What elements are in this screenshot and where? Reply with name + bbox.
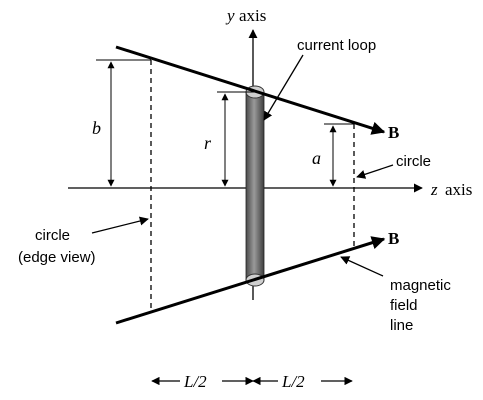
right-circle-pointer	[356, 164, 394, 179]
field-line-label-2: field	[390, 297, 418, 314]
current-loop	[245, 91, 265, 281]
upper-field-line	[115, 45, 386, 135]
dim-b-label: b	[92, 118, 101, 138]
y-axis-word: axis	[239, 6, 266, 25]
left-circle-label-line2: (edge view)	[18, 249, 96, 266]
left-circle-label-line1: circle	[35, 227, 70, 244]
field-line-label-3: line	[390, 317, 413, 334]
current-loop-label: current loop	[297, 37, 376, 54]
y-axis-var: y	[225, 6, 235, 25]
right-circle-label: circle	[396, 153, 431, 170]
z-axis-var: z	[430, 180, 438, 199]
field-line-pointer	[340, 256, 384, 277]
half-length-right-label: L/2	[281, 372, 305, 391]
lower-field-label: B	[388, 229, 399, 248]
dim-a-label: a	[312, 148, 321, 168]
half-length-left-label: L/2	[183, 372, 207, 391]
upper-field-label: B	[388, 123, 399, 142]
left-circle-pointer	[91, 216, 149, 234]
dim-r-label: r	[204, 133, 212, 153]
current-loop-pointer	[263, 54, 304, 121]
lower-field-line	[115, 236, 386, 325]
z-axis-word: axis	[445, 180, 472, 199]
field-line-label-1: magnetic	[390, 277, 451, 294]
